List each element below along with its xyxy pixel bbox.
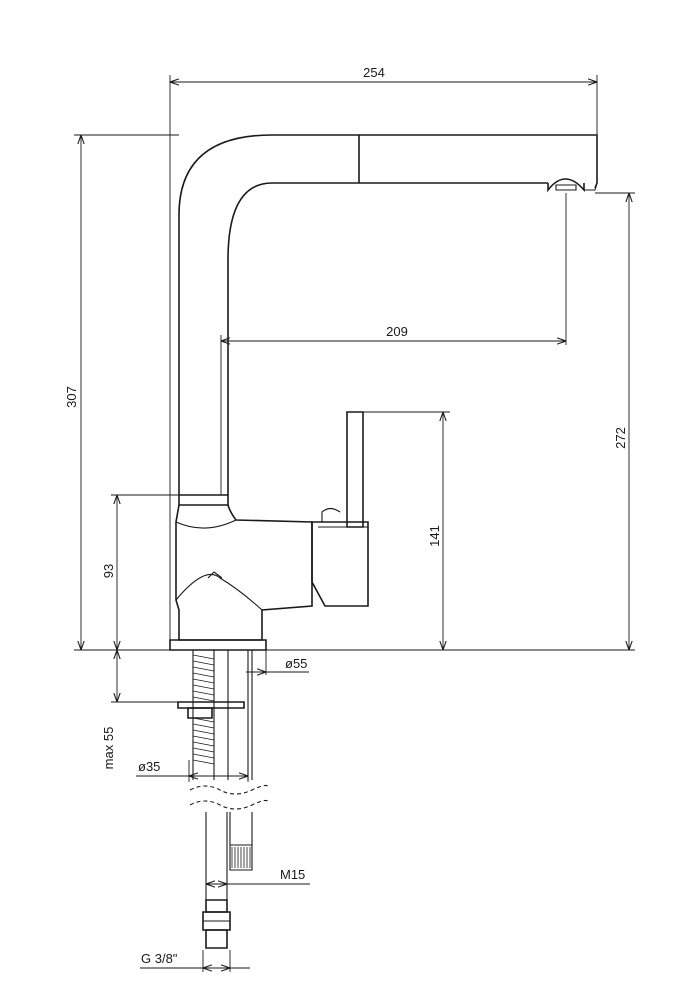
dimension-body-height: 93 [101, 495, 117, 650]
dimension-overall-width: 254 [170, 65, 597, 82]
dimension-lever-height: 141 [427, 412, 443, 650]
faucet-lever [311, 411, 369, 607]
dimension-label-g38: G 3/8" [141, 951, 178, 966]
dimension-overall-height: 307 [64, 135, 81, 650]
dimension-label-max-55: max 55 [101, 727, 116, 770]
dimension-label-209: 209 [386, 324, 408, 339]
dimension-label-m15: M15 [280, 867, 305, 882]
dimension-label-307: 307 [64, 386, 79, 408]
faucet-spout [178, 134, 598, 495]
dimension-label-272: 272 [613, 427, 628, 449]
dimension-connection-thread: G 3/8" [140, 951, 250, 968]
dimension-label-141: 141 [427, 525, 442, 547]
dimension-label-93: 93 [101, 564, 116, 578]
dimension-hole-diameter: ø35 [136, 759, 248, 776]
dimension-spout-height: 272 [613, 193, 629, 650]
mounting-stud [192, 650, 215, 780]
dimension-label-d35: ø35 [138, 759, 160, 774]
dimension-spout-reach: 209 [221, 324, 566, 341]
dimension-hose-thread: M15 [206, 867, 310, 884]
reference-lines [74, 75, 635, 972]
dimension-counter-thickness: max 55 [101, 650, 117, 769]
dimension-label-254: 254 [363, 65, 385, 80]
dimension-label-d55: ø55 [285, 656, 307, 671]
faucet-body [169, 494, 313, 651]
dimension-base-diameter: ø55 [246, 656, 309, 672]
mounting-plate [177, 701, 245, 719]
supply-hoses [189, 650, 269, 949]
